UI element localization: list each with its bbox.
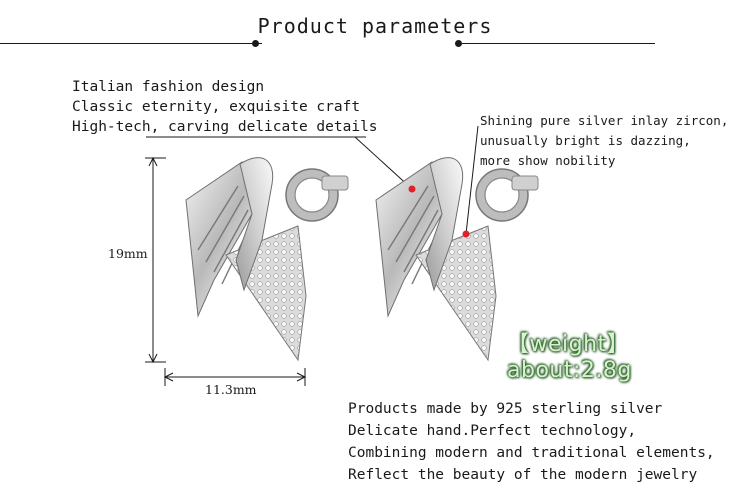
description-line: Products made by 925 sterling silver [348,401,663,417]
description-line: Reflect the beauty of the modern jewelry [348,467,698,483]
description-line: Combining modern and traditional element… [348,445,715,461]
zircon-note-line: unusually bright is dazzing, [480,133,691,148]
height-label: 19mm [108,246,148,261]
feature-line: High-tech, carving delicate details [72,119,378,135]
description-line: Delicate hand.Perfect technology, [348,423,637,439]
pointer-line [354,136,413,190]
width-label: 11.3mm [205,382,257,397]
title-rule-left [0,43,262,44]
right-earring [375,157,539,362]
zircon-marker [462,230,470,238]
zircon-note: Shining pure silver inlay zircon, unusua… [480,111,728,171]
page-title: Product parameters [257,14,493,38]
title-dot-left [252,40,259,47]
feature-line: Italian fashion design [72,79,265,95]
zircon-note-line: more show nobility [480,153,616,168]
feature-line: Classic eternity, exquisite craft [72,99,361,115]
feature-list: Italian fashion design Classic eternity,… [72,77,378,137]
zircon-marker [408,185,416,193]
product-description: Products made by 925 sterling silver Del… [348,398,715,486]
title-rule-right [458,43,655,44]
weight-label: 【weight】about:2.8g [507,332,632,383]
zircon-note-line: Shining pure silver inlay zircon, [480,113,729,128]
pointer-line-2 [465,125,479,235]
left-earring [185,157,349,362]
